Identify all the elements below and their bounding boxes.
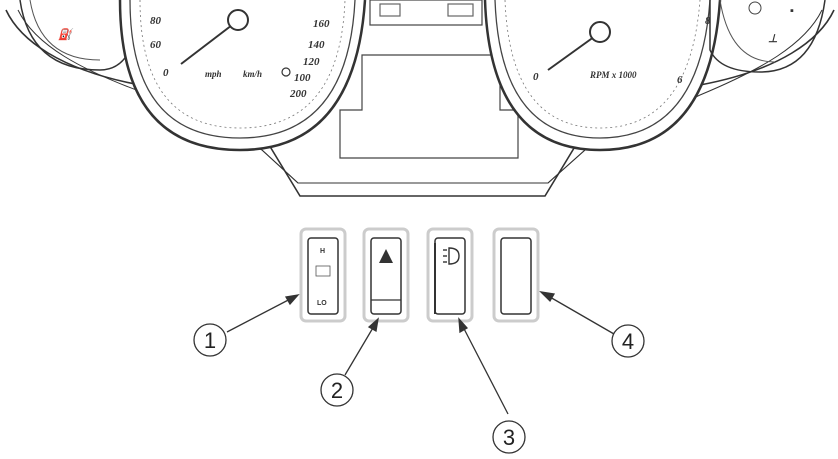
speed-label-60: 60 <box>150 39 162 51</box>
speed-label-100: 100 <box>294 72 311 84</box>
callout-4-label: 4 <box>622 329 634 354</box>
tachometer-needle <box>547 33 599 71</box>
switch-headlight-hi-lo[interactable]: H LO <box>299 227 347 323</box>
right-temp-gauge: ▪ ⊥ <box>709 0 826 73</box>
speedometer-needle <box>180 21 237 65</box>
fuel-gauge-icon: ⛽ <box>58 28 74 41</box>
speed-label-160: 160 <box>313 18 330 30</box>
switch-fog-light[interactable] <box>426 227 474 323</box>
temp-gauge-icon: ▪ <box>790 5 794 17</box>
tach-label-6: 6 <box>677 74 683 86</box>
speed-label-120: 120 <box>303 56 320 68</box>
cluster-housing <box>5 9 835 197</box>
switch-1-lo-label: LO <box>317 300 327 307</box>
tach-label-8: 8 <box>705 15 711 27</box>
switch-1-hi-label: H <box>320 248 325 255</box>
speed-label-200: 200 <box>289 88 307 100</box>
tach-zero-label: 0 <box>533 71 539 83</box>
speed-unit-toggle-icon <box>281 67 291 77</box>
speed-label-140: 140 <box>308 39 325 51</box>
switch-blank[interactable] <box>492 227 540 323</box>
fog-light-icon <box>443 247 460 265</box>
callout-3-label: 3 <box>503 425 515 450</box>
temp-symbol-icon: ⊥ <box>768 33 778 45</box>
callout-1-label: 1 <box>204 328 216 353</box>
speed-zero-label: 0 <box>163 67 169 79</box>
speed-unit-mph: mph <box>205 69 222 79</box>
hazard-triangle-icon <box>379 249 393 263</box>
speed-unit-kmh: km/h <box>243 69 262 79</box>
speedometer-hub <box>227 9 249 31</box>
callout-1: 1 <box>193 323 227 357</box>
left-fuel-gauge: ⛽ <box>19 0 131 71</box>
tachometer: 0 RPM x 1000 8 6 <box>483 0 722 152</box>
callout-3: 3 <box>492 420 526 454</box>
callout-4: 4 <box>611 324 645 358</box>
headlight-high-low-icon <box>315 265 331 277</box>
callout-2: 2 <box>320 373 354 407</box>
tachometer-hub <box>589 21 611 43</box>
tach-unit-label: RPM x 1000 <box>589 70 637 80</box>
callout-arrows <box>226 291 615 415</box>
switch-hazard[interactable] <box>362 227 410 323</box>
speed-label-80: 80 <box>150 15 162 27</box>
callout-2-label: 2 <box>331 378 343 403</box>
speedometer: 80 60 0 mph km/h 160 140 120 100 200 <box>118 0 367 152</box>
